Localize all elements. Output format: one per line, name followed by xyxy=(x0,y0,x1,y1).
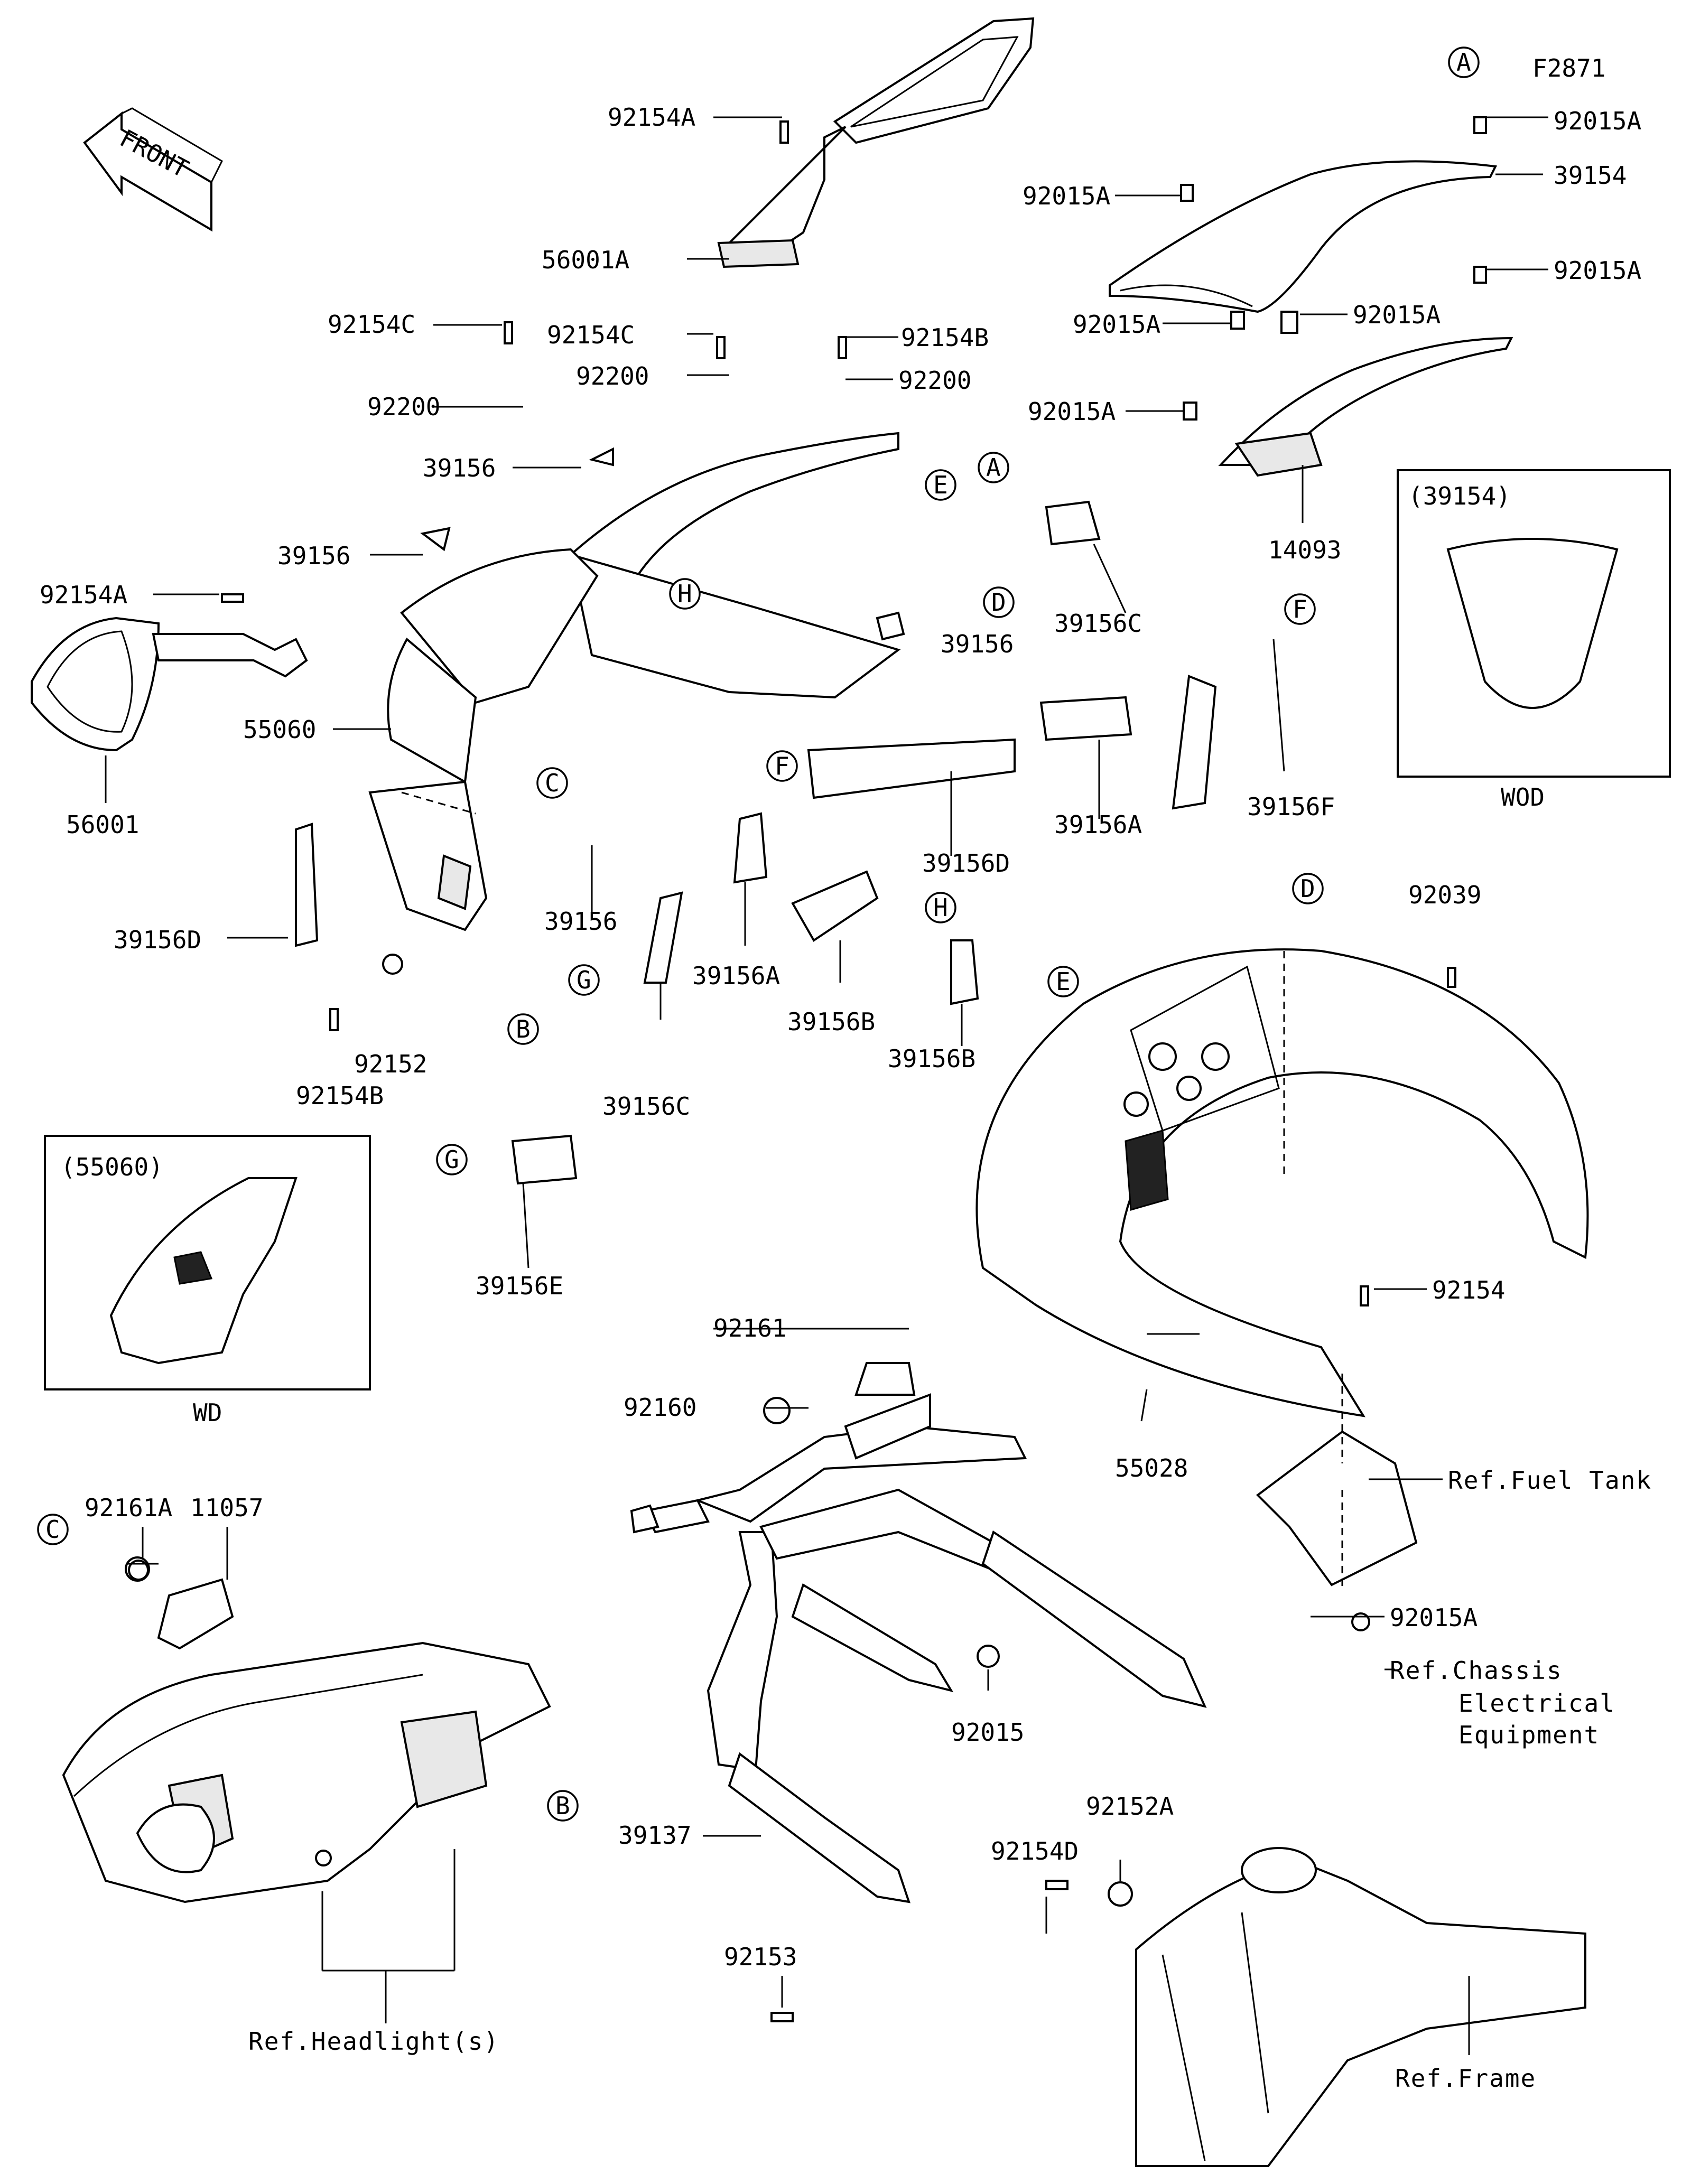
inner-fairing-55028 xyxy=(975,948,1589,1417)
ref-frame: Ref.Frame xyxy=(1395,2064,1536,2093)
dashed-guides xyxy=(401,791,1343,1590)
ref-fuel-tank: Ref.Fuel Tank xyxy=(1448,1466,1652,1495)
label-56001: 56001 xyxy=(66,810,139,839)
ref-chassis-2: Electrical xyxy=(1458,1689,1615,1718)
reference-labels: Ref.Fuel Tank Ref.Chassis Electrical Equ… xyxy=(248,1466,1652,2093)
label-92154b-left: 92154B xyxy=(296,1081,384,1110)
label-39156c-b: 39156C xyxy=(1054,609,1142,638)
ref-chassis-3: Equipment xyxy=(1458,1721,1600,1749)
marker-f-2: F xyxy=(1293,595,1307,623)
label-39137: 39137 xyxy=(618,1821,691,1850)
label-39156-d: 39156 xyxy=(544,907,617,936)
windscreen-bracket xyxy=(1218,337,1513,477)
label-92152: 92152 xyxy=(354,1050,427,1078)
label-92154b-top: 92154B xyxy=(901,323,989,352)
label-92161: 92161 xyxy=(713,1314,786,1342)
label-92015a-7: 92015A xyxy=(1390,1603,1478,1632)
leader-lines xyxy=(105,116,1548,2055)
label-92200-c: 92200 xyxy=(898,366,971,395)
label-92015a-2: 92015A xyxy=(1023,182,1110,210)
label-39156f: 39156F xyxy=(1247,792,1335,821)
marker-g-1: G xyxy=(577,966,591,994)
label-55028: 55028 xyxy=(1115,1454,1188,1482)
main-frame xyxy=(1135,1847,1586,2167)
wd-caption: WD xyxy=(193,1398,222,1427)
label-11057: 11057 xyxy=(190,1494,263,1522)
marker-e-1: E xyxy=(933,471,948,499)
fasteners xyxy=(128,120,1456,2022)
label-92154c-a: 92154C xyxy=(328,310,415,339)
marker-g-2: G xyxy=(444,1145,459,1174)
label-92015a-6: 92015A xyxy=(1028,397,1116,426)
marker-f-1: F xyxy=(775,752,789,780)
grommets-92015a xyxy=(1180,116,1487,421)
label-92154a-left: 92154A xyxy=(40,581,127,609)
letter-markers: A A B B C C D D E E F F G G H H xyxy=(37,46,1480,1822)
label-92015: 92015 xyxy=(951,1718,1024,1747)
wod-caption: WOD xyxy=(1501,783,1545,811)
front-arrow-icon: FRONT xyxy=(83,107,223,232)
label-39156c-a: 39156C xyxy=(602,1092,690,1121)
label-39156-a: 39156 xyxy=(423,454,496,482)
figure-code: F2871 xyxy=(1532,54,1605,82)
marker-d-2: D xyxy=(1300,874,1315,903)
label-14093: 14093 xyxy=(1268,536,1341,564)
label-39156a-b: 39156A xyxy=(1054,810,1142,839)
label-92015a-4: 92015A xyxy=(1353,301,1441,329)
wod-title: (39154) xyxy=(1408,482,1511,510)
trim-pieces xyxy=(295,447,1217,1185)
inset-wod: (39154) WOD xyxy=(1397,469,1671,811)
marker-c-1: C xyxy=(545,769,560,797)
label-92200-a: 92200 xyxy=(367,393,440,421)
label-92154a-top: 92154A xyxy=(608,103,695,132)
label-39156d-left: 39156D xyxy=(114,926,201,954)
label-39154: 39154 xyxy=(1554,161,1627,190)
label-39156-b: 39156 xyxy=(277,542,350,570)
marker-c-2: C xyxy=(45,1515,60,1544)
mirror-56001 xyxy=(31,617,308,752)
marker-h-2: H xyxy=(933,893,948,922)
label-39156e: 39156E xyxy=(476,1272,563,1300)
inset-wd: (55060) WD xyxy=(44,1135,371,1427)
fuel-tank-bracket xyxy=(1256,1430,1418,1586)
stay-39137 xyxy=(630,1362,1207,1903)
label-92154d: 92154D xyxy=(991,1837,1079,1865)
label-92039: 92039 xyxy=(1408,881,1481,909)
label-39156b-b: 39156B xyxy=(888,1044,975,1073)
label-39156-c: 39156 xyxy=(941,630,1014,658)
label-92154c-b: 92154C xyxy=(547,321,635,349)
marker-d-1: D xyxy=(991,588,1006,617)
label-92200-b: 92200 xyxy=(576,362,649,390)
headlight-assembly xyxy=(62,1641,551,1903)
label-92154: 92154 xyxy=(1432,1276,1505,1304)
ref-headlight: Ref.Headlight(s) xyxy=(248,2027,499,2056)
label-92161a: 92161A xyxy=(85,1494,172,1522)
upper-cowl-assembly xyxy=(368,432,901,931)
label-39156b-a: 39156B xyxy=(787,1007,875,1036)
label-55060: 55060 xyxy=(243,715,316,744)
label-92015a-1: 92015A xyxy=(1554,107,1641,135)
label-56001a: 56001A xyxy=(542,246,629,274)
label-92015a-5: 92015A xyxy=(1073,310,1160,339)
label-92152a: 92152A xyxy=(1086,1792,1174,1821)
marker-e-2: E xyxy=(1056,967,1071,996)
label-39156a-a: 39156A xyxy=(692,962,780,990)
label-39156d-right: 39156D xyxy=(922,849,1010,878)
mirror-56001a xyxy=(717,17,1035,268)
marker-a-1: A xyxy=(1456,48,1471,77)
label-92015a-3: 92015A xyxy=(1554,256,1641,285)
label-92153: 92153 xyxy=(724,1943,797,1971)
marker-b-1: B xyxy=(516,1015,531,1043)
label-92160: 92160 xyxy=(624,1393,696,1422)
callout-labels: 92154A 56001A 92154C 92154C 92154B 92200… xyxy=(40,103,1641,1971)
wd-title: (55060) xyxy=(61,1153,163,1181)
windscreen-39154 xyxy=(1109,160,1498,313)
marker-b-2: B xyxy=(555,1791,570,1820)
marker-a-2: A xyxy=(986,453,1001,482)
marker-h-1: H xyxy=(677,580,692,608)
ref-chassis-1: Ref.Chassis xyxy=(1390,1656,1563,1685)
